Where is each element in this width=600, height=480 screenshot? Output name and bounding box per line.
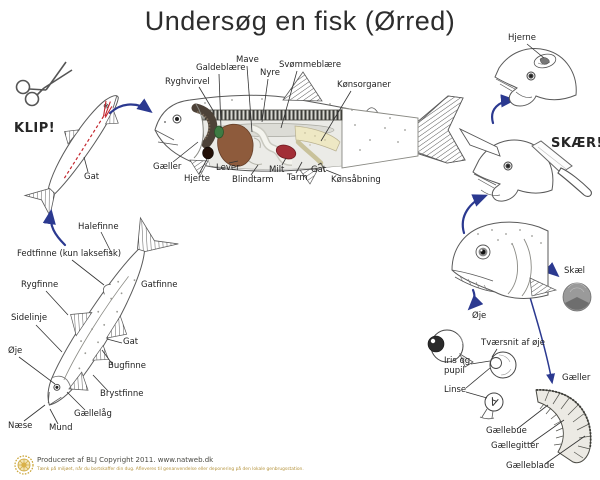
arrow-cuthead-to-brainhead: [491, 94, 517, 125]
scissors-icon: [15, 61, 73, 107]
label-iris-og-pupil: Iris og pupil: [444, 356, 471, 376]
heart-shape: [202, 146, 214, 160]
liver-shape: [217, 123, 254, 167]
lens-illustration: A: [479, 392, 504, 420]
label-skael: Skæl: [564, 266, 586, 276]
award-seal-icon: [14, 455, 34, 475]
label-ryghvirvel: Ryghvirvel: [165, 77, 210, 87]
footer-environment: Tænk på miljøet, når du bortskaffer din …: [37, 466, 304, 472]
label-halefinne: Halefinne: [78, 222, 119, 232]
footer-credit: Produceret af BLJ Copyright 2011. www.na…: [37, 456, 214, 464]
head-detail-illustration: [451, 221, 558, 299]
label-rygfinne: Rygfinne: [21, 280, 59, 290]
spleen-shape: [275, 144, 297, 160]
cut-line: [63, 100, 113, 179]
gallbladder-shape: [214, 125, 224, 139]
eyeball-illustration: [427, 329, 474, 368]
label-gaellelaag: Gællelåg: [74, 409, 112, 419]
label-connectors: [18, 43, 586, 465]
brain-head-illustration: [494, 48, 577, 107]
label-nyre: Nyre: [260, 68, 280, 78]
label-detail-gaeller: Gæller: [562, 373, 591, 383]
label-lever: Lever: [216, 163, 240, 173]
svg-text:A: A: [488, 394, 500, 409]
step-skaer-label: SKÆR!: [551, 136, 600, 151]
label-blindtarm: Blindtarm: [232, 175, 274, 185]
label-koensaabning: Kønsåbning: [331, 175, 381, 185]
label-brystfinne: Brystfinne: [100, 389, 144, 399]
label-klip-gat: Gat: [84, 172, 100, 182]
label-naese: Næse: [8, 421, 33, 431]
knife-icon: [531, 140, 592, 198]
label-exterior-oeje: Øje: [8, 346, 23, 356]
label-hjerne: Hjerne: [508, 33, 536, 43]
label-mave: Mave: [236, 55, 259, 65]
label-hjerte: Hjerte: [184, 174, 211, 184]
label-milt: Milt: [269, 165, 285, 175]
eye-cross-section-illustration: [489, 351, 517, 379]
label-svoemmeblaere: Svømmeblære: [279, 60, 342, 70]
gill-arch-illustration: [535, 389, 592, 464]
scale-illustration: [562, 282, 592, 312]
label-linse: Linse: [444, 385, 467, 395]
dissected-fish-illustration: [154, 71, 466, 185]
label-gaelleblade: Gælleblade: [506, 461, 555, 471]
label-mund: Mund: [49, 423, 73, 433]
label-tvaersnit: Tværsnit af øje: [481, 338, 545, 348]
arrow-klip-to-dissection: [108, 98, 153, 115]
label-detail-oeje: Øje: [472, 311, 487, 321]
label-bugfinne: Bugfinne: [108, 361, 146, 371]
label-gaellegitter: Gællegitter: [491, 441, 540, 451]
label-gaeller: Gæller: [153, 162, 182, 172]
label-exterior-gat: Gat: [123, 337, 139, 347]
page-title: Undersøg en fisk (Ørred): [144, 6, 456, 36]
arrow-head-to-eye: [467, 288, 484, 311]
label-sidelinje: Sidelinje: [11, 313, 48, 323]
label-koensorganer: Kønsorganer: [337, 80, 391, 90]
label-galdeblaere: Galdeblære: [196, 63, 246, 73]
exterior-fish-illustration: [47, 216, 179, 406]
cut-head-illustration: [458, 127, 554, 202]
arrow-exterior-to-klip: [42, 208, 67, 247]
label-gaellebue: Gællebue: [486, 426, 527, 436]
arrow-head-to-cuthead: [461, 194, 489, 235]
label-dissection-gat: Gat: [311, 165, 327, 175]
label-gatfinne: Gatfinne: [141, 280, 178, 290]
step-klip-label: KLIP!: [14, 121, 56, 136]
label-fedtfinne: Fedtfinne (kun laksefisk): [17, 249, 122, 259]
label-tarm: Tarm: [287, 173, 308, 183]
